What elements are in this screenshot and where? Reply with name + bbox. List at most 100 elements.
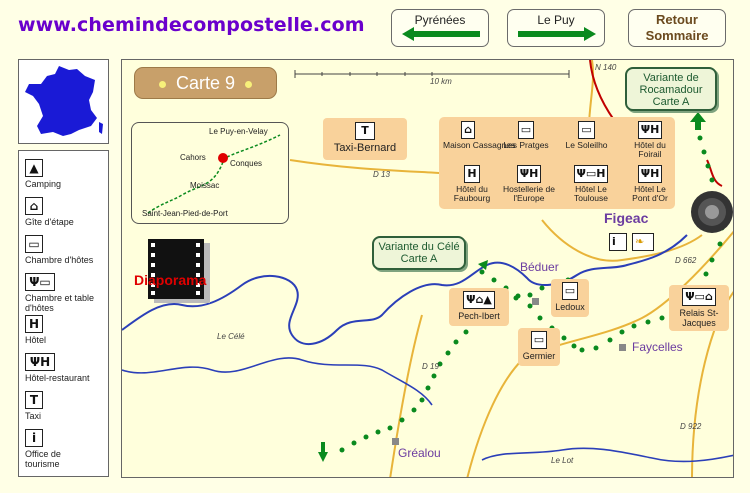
map-title: Carte 9 xyxy=(134,67,277,99)
legend-label: Camping xyxy=(25,179,62,189)
inset-cahors: Cahors xyxy=(180,153,206,162)
inset-moissac: Moissac xyxy=(190,181,220,190)
prev-button-label: Pyrénées xyxy=(414,13,466,27)
lodge-label: Les Pratges xyxy=(503,140,549,150)
film-strip-icon xyxy=(148,239,210,303)
prev-pyrenees-button[interactable]: Pyrénées xyxy=(391,9,489,47)
taxi-icon: T xyxy=(355,122,375,140)
lodge-les-pratges[interactable]: ▭ Les Pratges xyxy=(501,121,551,150)
lodge-label: Pech-Ibert xyxy=(458,311,500,321)
legend-label: Chambre d'hôtes xyxy=(25,255,94,265)
taxi-bernard[interactable]: T Taxi-Bernard xyxy=(323,118,407,160)
hotel-icon: H xyxy=(25,315,43,333)
gite-icon: ⌂ xyxy=(25,197,43,215)
bed-icon: ▭ xyxy=(578,121,595,139)
arrow-left-icon xyxy=(402,27,480,41)
site-url[interactable]: www.chemindecompostelle.com xyxy=(18,14,365,36)
main-map: 10 km Carte 9 Le Puy-en-Velay Cahors Con… xyxy=(121,59,734,478)
variante-cele-button[interactable]: Variante du Célé Carte A xyxy=(372,236,466,270)
lodge-hotel-faubourg[interactable]: H Hôtel du Faubourg xyxy=(443,165,501,203)
legend-gite: ⌂ Gîte d'étape xyxy=(25,197,74,227)
legend-office: i Office de tourisme xyxy=(25,429,95,469)
road-d662: D 662 xyxy=(675,256,697,265)
lodge-hotel-pont-or[interactable]: ΨH Hôtel Le Pont d'Or xyxy=(625,165,675,203)
route-inset-map: Le Puy-en-Velay Cahors Conques Moissac S… xyxy=(131,122,289,224)
bed-icon: ▭ xyxy=(530,331,548,349)
legend-panel: ▲ Camping ⌂ Gîte d'étape ▭ Chambre d'hôt… xyxy=(18,150,109,477)
scale-bar xyxy=(294,70,570,78)
hotel-restaurant-icon: Ψ▭H xyxy=(573,165,609,183)
road-d19: D 19 xyxy=(422,362,439,371)
lodge-germier[interactable]: ▭ Germier xyxy=(518,328,560,366)
legend-hotel: H Hôtel xyxy=(25,315,46,345)
back-label-1: Retour xyxy=(656,12,698,27)
lodge-hostellerie-europe[interactable]: ΨH Hostellerie de l'Europe xyxy=(499,165,559,203)
back-label-2: Sommaire xyxy=(645,28,709,43)
gite-icon: ⌂ xyxy=(461,121,475,139)
table-bed-icon: Ψ▭ xyxy=(25,273,55,291)
inset-le-puy: Le Puy-en-Velay xyxy=(209,127,268,136)
france-map xyxy=(18,59,109,144)
place-figeac: Figeac xyxy=(604,210,649,226)
road-d922: D 922 xyxy=(680,422,702,431)
place-beduer: Béduer xyxy=(520,260,559,274)
river-cele: Le Célé xyxy=(217,332,245,341)
legend-label: Office de tourisme xyxy=(25,449,61,469)
lodge-label: Hostellerie de l'Europe xyxy=(503,184,555,203)
hotel-icon: H xyxy=(464,165,480,183)
info-icon[interactable]: i xyxy=(609,233,627,251)
lodge-label: Hôtel du Faubourg xyxy=(453,184,491,203)
lodge-pech-ibert[interactable]: Ψ⌂▲ Pech-Ibert xyxy=(449,288,509,326)
lodge-label: Maison Cassagnes xyxy=(443,140,516,150)
legend-label: Taxi xyxy=(25,411,42,421)
hotel-restaurant-icon: ΨH xyxy=(516,165,542,183)
taxi-label: Taxi-Bernard xyxy=(333,142,397,154)
legend-label: Gîte d'étape xyxy=(25,217,74,227)
lodge-le-soleilho[interactable]: ▭ Le Soleilho xyxy=(559,121,614,150)
inset-route xyxy=(147,134,281,214)
map-title-text: Carte 9 xyxy=(175,73,236,93)
legend-chambre: ▭ Chambre d'hôtes xyxy=(25,235,93,265)
lodge-maison-cassagnes[interactable]: ⌂ Maison Cassagnes xyxy=(443,121,515,150)
diaporama-button[interactable]: Diaporama xyxy=(132,239,222,314)
river-lot: Le Lot xyxy=(551,456,574,465)
next-le-puy-button[interactable]: Le Puy xyxy=(507,9,605,47)
road-d13: D 13 xyxy=(373,170,390,179)
legend-label: Chambre et table d'hôtes xyxy=(25,293,95,313)
hotel-restaurant-icon: ΨH xyxy=(25,353,55,371)
legend-chambre-table: Ψ▭ Chambre et table d'hôtes xyxy=(25,273,105,313)
title-dot xyxy=(158,80,166,88)
lodge-hotel-toulouse[interactable]: Ψ▭H Hôtel Le Toulouse xyxy=(563,165,619,203)
lodge-ledoux[interactable]: ▭ Ledoux xyxy=(551,279,589,317)
france-outline-icon xyxy=(25,66,103,136)
legend-camping: ▲ Camping xyxy=(25,159,61,189)
legend-taxi: T Taxi xyxy=(25,391,43,421)
scallop-shell-icon: ❧ xyxy=(632,233,654,251)
lodge-label: Ledoux xyxy=(555,302,585,312)
variante-rocamadour-button[interactable]: Variante de Rocamadour Carte A xyxy=(625,67,717,111)
inset-sjpp: Saint-Jean-Pied-de-Port xyxy=(142,209,228,218)
inset-conques: Conques xyxy=(230,159,263,168)
lodge-label: Le Soleilho xyxy=(565,140,608,150)
hotel-restaurant-icon: ΨH xyxy=(637,121,663,139)
lodge-relais-st-jacques[interactable]: Ψ▭⌂ Relais St-Jacques xyxy=(669,285,729,331)
place-faycelles: Faycelles xyxy=(632,340,683,354)
lodge-hotel-foirail[interactable]: ΨH Hôtel du Foirail xyxy=(627,121,673,159)
legend-hotel-restaurant: ΨH Hôtel-restaurant xyxy=(25,353,90,383)
lodge-label: Hôtel du Foirail xyxy=(634,140,666,159)
lodge-label: Germier xyxy=(522,351,556,361)
camping-icon: ▲ xyxy=(25,159,43,177)
road-n140: N 140 xyxy=(595,63,617,72)
bed-icon: ▭ xyxy=(561,282,579,300)
bed-icon: ▭ xyxy=(25,235,43,253)
diaporama-label: Diaporama xyxy=(134,272,207,288)
table-gite-icon: Ψ▭⌂ xyxy=(682,288,716,306)
route-arrows xyxy=(318,112,706,462)
bed-icon: ▭ xyxy=(517,121,535,139)
back-summary-button[interactable]: Retour Sommaire xyxy=(628,9,726,47)
lodge-label: Relais St-Jacques xyxy=(679,308,719,328)
lodge-label: Hôtel Le Pont d'Or xyxy=(632,184,668,203)
hotel-restaurant-icon: ΨH xyxy=(637,165,663,183)
gite-camping-icon: Ψ⌂▲ xyxy=(463,291,495,309)
figeac-lodgings: ⌂ Maison Cassagnes ▭ Les Pratges ▭ Le So… xyxy=(439,117,675,209)
